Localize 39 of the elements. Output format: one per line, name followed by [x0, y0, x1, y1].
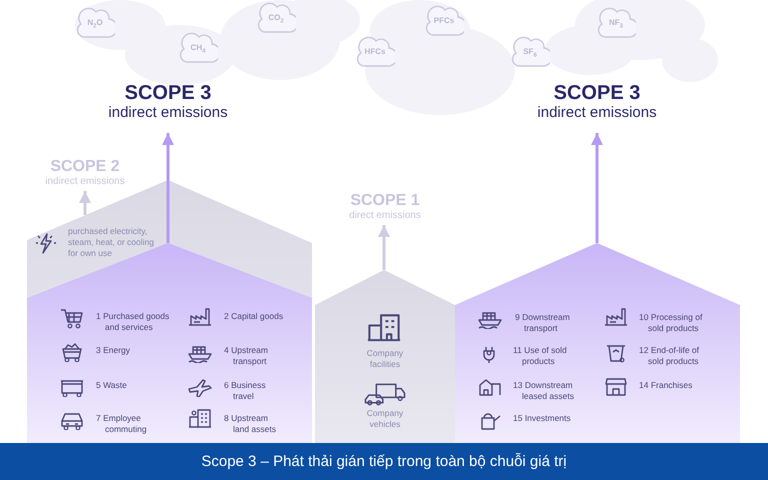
caption: Scope 3 – Phát thải gián tiếp trong toàn bộ chuỗi giá trị [200, 453, 568, 470]
category-label: 2 Capital goods [224, 311, 284, 322]
gas-formula: NF$_{3}$ [608, 18, 624, 30]
scope-subtitle: direct emissions [348, 210, 422, 222]
arrow [79, 191, 91, 215]
category-label: 11 Use of sold products [513, 345, 568, 367]
category-label: 3 Energy [96, 345, 132, 356]
category-label: 5 Waste [96, 380, 128, 391]
category-label: 4 Upstream transport [224, 345, 269, 367]
scope-heading: SCOPE 3 [552, 82, 642, 104]
source-label: Company facilities [366, 348, 404, 370]
category-label: 9 Downstream transport [515, 312, 571, 334]
arrow [591, 133, 603, 243]
scope-heading: SCOPE 1 [349, 192, 421, 210]
category-label: 13 Downstream leased assets [513, 380, 575, 402]
category-label: 6 Business travel [224, 380, 267, 402]
category-label: 15 Investments [513, 413, 572, 424]
scope-subtitle: indirect emissions [536, 104, 658, 121]
category-label: 1 Purchased goods and services [96, 311, 170, 333]
arrow [162, 133, 174, 243]
scope-heading: SCOPE 3 [124, 82, 212, 104]
gas-formula: PFCs [432, 16, 456, 25]
category-label: 10 Processing of sold products [639, 312, 704, 334]
arrow [378, 225, 390, 270]
scope-subtitle: indirect emissions [107, 104, 229, 121]
scope-heading: SCOPE 2 [49, 158, 121, 176]
house-panel [315, 270, 455, 443]
gas-formula: SF$_{6}$ [522, 47, 538, 59]
category-label: 8 Upstream land assets [224, 413, 277, 435]
category-label: 7 Employee commuting [96, 413, 148, 435]
gas-formula: N$_{2}$O [86, 18, 104, 30]
category-label: 12 End-of-life of sold products [639, 345, 700, 367]
gas-formula: HFCs [364, 47, 386, 56]
gas-formula: CO$_{2}$ [267, 13, 285, 25]
category-label: 14 Franchises [639, 380, 694, 391]
scope-subtitle: indirect emissions [44, 176, 126, 188]
gas-formula: CH$_{4}$ [190, 43, 206, 55]
source-label: Company vehicles [366, 408, 404, 430]
description-text: purchased electricity, steam, heat, or cooling for own use [68, 226, 155, 259]
